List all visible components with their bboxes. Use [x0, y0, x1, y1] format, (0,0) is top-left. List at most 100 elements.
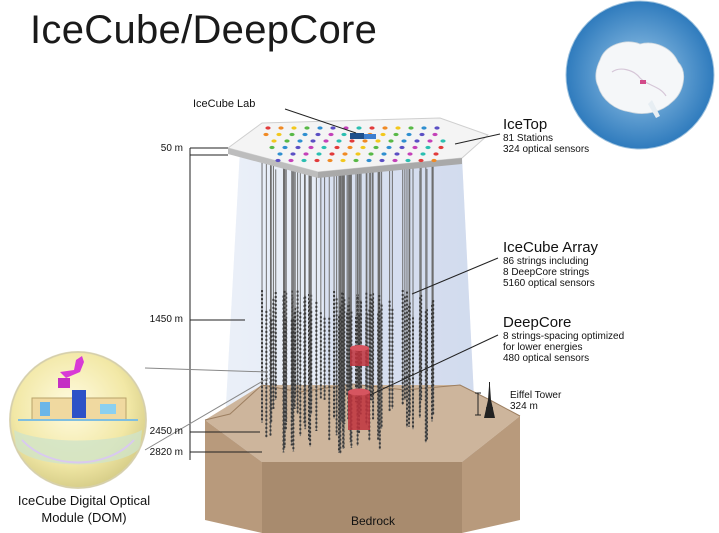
dom-sphere-icon: [9, 351, 147, 489]
deepcore-line-2: for lower energies: [503, 342, 583, 353]
icetop-station-dot: [347, 145, 353, 150]
icetop-station-dot: [407, 152, 413, 156]
eiffel-tower-icon: [475, 382, 495, 418]
icetop-station-dot: [336, 139, 342, 143]
icecube-strings: [261, 150, 435, 454]
eiffel-line-1: Eiffel Tower: [510, 390, 562, 401]
icetop-station-dot: [414, 139, 420, 143]
icetop-station-dot: [386, 145, 392, 150]
icetop-station-dot: [278, 126, 284, 130]
icetop-station-dot: [399, 145, 405, 150]
icetop-station-dot: [330, 126, 336, 130]
deepcore-label: DeepCore 8 strings-spacing optimized for…: [503, 314, 625, 365]
icetop-station-dot: [308, 145, 314, 150]
icetop-station-dot: [353, 158, 359, 163]
icetop-station-dot: [271, 139, 277, 143]
page-title: IceCube/DeepCore: [30, 8, 378, 52]
icetop-station-dot: [427, 139, 433, 143]
icetop-station-dot: [419, 132, 425, 137]
icetop-station-dot: [392, 158, 398, 163]
icetop-station-dot: [295, 145, 301, 150]
icetop-station-dot: [289, 132, 295, 137]
depth-label-50: 50 m: [160, 143, 183, 154]
eiffel-line-2: 324 m: [510, 401, 538, 412]
icetop-station-dot: [393, 132, 399, 137]
icetop-station-dot: [362, 139, 368, 143]
icetop-station-dot: [394, 152, 400, 156]
icetop-station-dot: [438, 145, 444, 150]
icetop-station-dot: [434, 126, 440, 130]
array-line-2: 8 DeepCore strings: [503, 267, 590, 278]
icetop-station-dot: [301, 158, 307, 163]
icetop-station-dot: [408, 126, 414, 130]
icetop-station-dot: [381, 152, 387, 156]
icetop-station-dot: [355, 152, 361, 156]
icetop-station-dot: [310, 139, 316, 143]
icetop-station-dot: [265, 126, 271, 130]
icetop-station-dot: [432, 132, 438, 137]
dom-caption: IceCube Digital Optical Module (DOM): [4, 492, 164, 526]
leader-lines: [144, 108, 501, 451]
deepcore-line-3: 480 optical sensors: [503, 353, 590, 364]
icetop-station-dot: [321, 145, 327, 150]
deepcore-heading: DeepCore: [503, 314, 572, 331]
icetop-station-dot: [412, 145, 418, 150]
eiffel-tower-label: Eiffel Tower 324 m: [510, 390, 561, 412]
icetop-sensors-text: 324 optical sensors: [503, 144, 590, 155]
icetop-station-dot: [302, 132, 308, 137]
icetop-station-dot: [440, 139, 446, 143]
icetop-station-dot: [275, 158, 281, 163]
icecube-array-label: IceCube Array 86 strings including 8 Dee…: [503, 240, 598, 290]
icetop-station-dot: [379, 158, 385, 163]
icetop-station-dot: [317, 126, 323, 130]
icetop-stations-text: 81 Stations: [503, 133, 554, 144]
icetop-station-dot: [315, 132, 321, 137]
depth-label-2820: 2820 m: [149, 447, 183, 458]
icetop-station-dot: [334, 145, 340, 150]
icetop-station-dot: [431, 158, 437, 163]
icetop-station-dot: [269, 145, 275, 150]
icetop-station-dot: [375, 139, 381, 143]
icecube-lab-label: IceCube Lab: [193, 98, 256, 110]
icetop-station-dot: [395, 126, 401, 130]
icetop-plate: [226, 117, 489, 178]
icetop-station-dot: [304, 126, 310, 130]
icetop-station-dot: [303, 152, 309, 156]
icetop-station-dot: [288, 158, 294, 163]
icetop-station-dot: [406, 132, 412, 137]
icetop-station-dot: [327, 158, 333, 163]
icetop-station-dot: [433, 152, 439, 156]
icetop-station-dot: [282, 145, 288, 150]
icetop-station-dot: [366, 158, 372, 163]
icetop-label: IceTop 81 Stations 324 optical sensors: [503, 116, 590, 156]
icetop-stations: [263, 126, 446, 163]
dom-caption-line-1: IceCube Digital Optical: [17, 493, 151, 508]
array-line-1: 86 strings including: [503, 256, 589, 267]
icetop-station-dot: [349, 139, 355, 143]
depth-label-1450: 1450 m: [149, 314, 183, 325]
icetop-station-dot: [342, 152, 348, 156]
antarctica-globe-icon: [565, 0, 715, 150]
icetop-station-dot: [290, 152, 296, 156]
icetop-station-dot: [420, 152, 426, 156]
depth-ruler: [189, 147, 262, 460]
icetop-station-dot: [388, 139, 394, 143]
icetop-station-dot: [360, 145, 366, 150]
icetop-station-dot: [369, 126, 375, 130]
icetop-station-dot: [284, 139, 290, 143]
deepcore-line-1: 8 strings-spacing optimized: [503, 331, 625, 342]
icetop-station-dot: [418, 158, 424, 163]
icetop-station-dot: [323, 139, 329, 143]
bedrock-label: Bedrock: [351, 514, 396, 528]
icetop-station-dot: [277, 152, 283, 156]
icetop-station-dot: [356, 126, 362, 130]
deepcore-cylinder: [348, 345, 370, 430]
icetop-station-dot: [380, 132, 386, 137]
icetop-station-dot: [314, 158, 320, 163]
icetop-station-dot: [368, 152, 374, 156]
depth-label-2450: 2450 m: [149, 426, 183, 437]
icetop-heading: IceTop: [503, 116, 548, 133]
icetop-station-dot: [291, 126, 297, 130]
